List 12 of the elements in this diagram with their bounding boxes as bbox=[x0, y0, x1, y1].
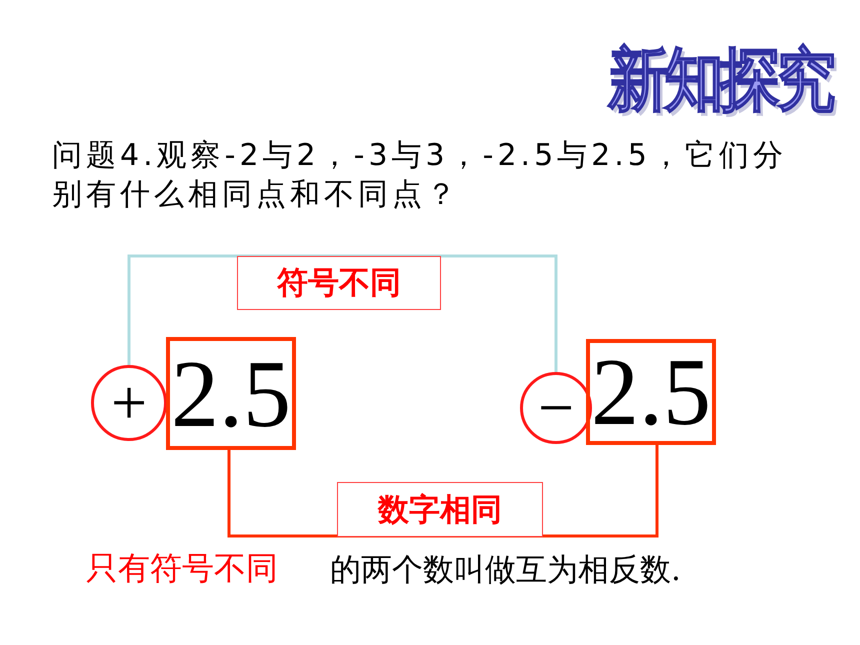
number-box: 2.5 bbox=[586, 339, 716, 445]
number-box: 2.5 bbox=[166, 337, 296, 450]
bracket-connector bbox=[128, 254, 558, 372]
sign-circle: + bbox=[91, 365, 167, 441]
highlight-text: 只有符号不同 bbox=[86, 548, 279, 589]
sign-circle: − bbox=[520, 372, 592, 444]
definition-text: 的两个数叫做互为相反数. bbox=[330, 551, 682, 590]
edge-label: 符号不同 bbox=[237, 256, 441, 310]
wordart-title: 新知探究 bbox=[608, 38, 832, 122]
edge-label: 数字相同 bbox=[337, 482, 543, 537]
question-text: 问题4.观察-2与2，-3与3，-2.5与2.5，它们分别有什么相同点和不同点？ bbox=[52, 137, 788, 214]
bracket-connector bbox=[228, 445, 658, 538]
